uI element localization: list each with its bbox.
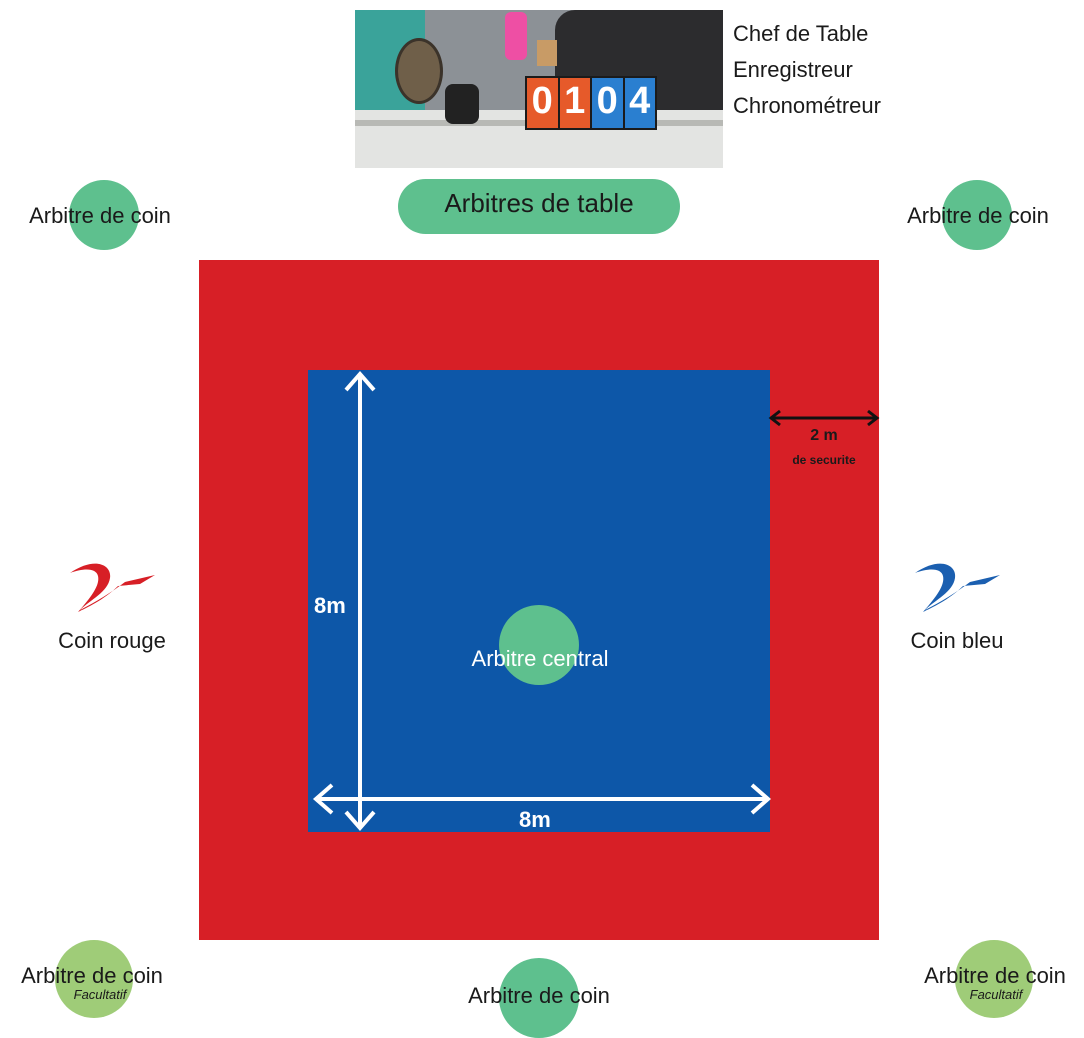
central-judge-marker — [499, 605, 579, 685]
combat-area — [308, 370, 770, 832]
table-officials-photo: 0 1 0 4 — [355, 10, 723, 168]
score-digit: 1 — [559, 78, 590, 128]
role-chronometreur: Chronométreur — [733, 93, 881, 118]
optional-judge-bottom-left-marker — [55, 940, 133, 1018]
blue-corner-icon — [915, 563, 1000, 612]
safety-distance-label: de securite — [792, 453, 856, 467]
table-judges-pill: Arbitres de table — [398, 179, 680, 234]
corner-judge-top-left-marker — [69, 180, 139, 250]
table-judges-label: Arbitres de table — [444, 188, 634, 218]
safety-distance-value: 2 m — [810, 427, 838, 444]
table-roles-list: Chef de Table Enregistreur Chronométreur — [733, 16, 881, 124]
blue-corner-label: Coin bleu — [910, 628, 1004, 653]
red-corner-label: Coin rouge — [58, 628, 166, 653]
corner-judge-top-right-label: Arbitre de coin — [907, 203, 1049, 228]
optional-judge-bottom-right-note: Facultatif — [969, 987, 1023, 1002]
corner-judge-bottom-center-label: Arbitre de coin — [468, 983, 610, 1008]
role-chef-de-table: Chef de Table — [733, 21, 869, 46]
horizontal-dimension-arrow — [312, 783, 772, 815]
optional-judge-bottom-right-label: Arbitre de coin — [924, 963, 1066, 988]
scoreboard: 0 1 0 4 — [525, 76, 657, 130]
role-enregistreur: Enregistreur — [733, 57, 853, 82]
score-digit: 0 — [527, 78, 558, 128]
red-corner-icon — [70, 563, 155, 612]
score-digit: 0 — [592, 78, 623, 128]
horizontal-dimension-label: 8m — [519, 807, 551, 832]
vertical-dimension-arrow — [344, 370, 376, 832]
optional-judge-bottom-left-note: Facultatif — [73, 987, 127, 1002]
optional-judge-bottom-right-marker — [955, 940, 1033, 1018]
corner-judge-top-right-marker — [942, 180, 1012, 250]
safety-distance-arrow — [768, 409, 880, 427]
corner-judge-top-left-label: Arbitre de coin — [29, 203, 171, 228]
score-digit: 4 — [624, 78, 655, 128]
vertical-dimension-label: 8m — [314, 593, 346, 618]
central-judge-label: Arbitre central — [471, 646, 609, 671]
optional-judge-bottom-left-label: Arbitre de coin — [21, 963, 163, 988]
